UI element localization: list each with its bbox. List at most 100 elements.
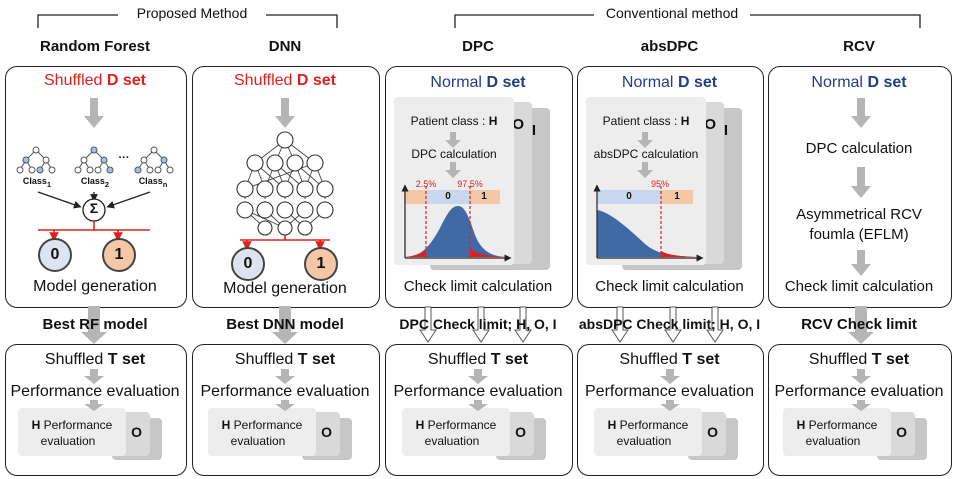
rf-class1-label: Class1 xyxy=(22,176,52,189)
rcv-dset-prefix: Normal xyxy=(811,74,868,91)
dpc-card-h-letter: H xyxy=(415,418,425,432)
absdpc-card-i-label: I xyxy=(723,122,728,139)
middle-dpc-check-limit: DPC Check limit; H, O, I xyxy=(399,316,557,332)
rf-card-h-letter: H xyxy=(31,418,41,432)
absdpc-tset-bold: T set xyxy=(682,351,720,368)
rcv-tset-prefix: Shuffled xyxy=(808,351,872,368)
rf-output-1: 1 xyxy=(102,238,136,272)
header-rcv: RCV xyxy=(843,38,875,55)
dpc-patient-class: Patient class : H xyxy=(394,114,514,128)
rf-class2-sub: 2 xyxy=(104,179,110,189)
flow-arrows-bottom xyxy=(84,369,871,411)
dnn-tset-label: Shuffled T set xyxy=(192,351,378,369)
absdpc-bottom-card-o-label: O xyxy=(707,424,718,440)
dnn-output-1: 1 xyxy=(304,247,338,281)
sigma-icon: Σ xyxy=(89,200,99,216)
rf-dset-label: Shuffled D set xyxy=(5,72,185,90)
absdpc-tset-prefix: Shuffled xyxy=(619,351,683,368)
absdpc-card-h-text: Performance xyxy=(619,418,689,432)
decision-trees xyxy=(16,146,174,174)
dpc-bin-0: 0 xyxy=(445,191,451,202)
rf-card-h-text: Performance xyxy=(43,418,113,432)
dpc-card-o-label: O xyxy=(512,116,524,133)
rf-class1-text: Class xyxy=(22,176,47,186)
rf-class1-sub: 1 xyxy=(46,179,52,189)
absdpc-patient-class: Patient class : H xyxy=(586,114,706,128)
dpc-tset-prefix: Shuffled xyxy=(427,351,491,368)
dnn-performance-evaluation: Performance evaluation xyxy=(200,383,370,400)
dpc-performance-evaluation: Performance evaluation xyxy=(393,383,563,400)
dpc-bin-1: 1 xyxy=(481,191,487,202)
dpc-dset-label: Normal D set xyxy=(385,74,571,92)
middle-best-rf-model: Best RF model xyxy=(42,316,148,333)
absdpc-check-limit-calculation: Check limit calculation xyxy=(595,278,744,295)
absdpc-tset-label: Shuffled T set xyxy=(577,351,762,369)
connector-arrows xyxy=(81,306,874,344)
header-dnn: DNN xyxy=(268,38,302,55)
dnn-card-h-text: Performance xyxy=(233,418,303,432)
rf-class2-label: Class2 xyxy=(80,176,110,189)
rf-model-generation: Model generation xyxy=(33,278,157,295)
dnn-model-generation: Model generation xyxy=(223,280,347,297)
dpc-card-i-label: I xyxy=(531,122,536,139)
dpc-patient-h: H xyxy=(488,114,498,128)
rf-classn-label: Classn xyxy=(138,176,168,189)
middle-absdpc-check-limit: absDPC Check limit; H, O, I xyxy=(578,316,761,332)
dpc-tset-label: Shuffled T set xyxy=(385,351,571,369)
dpc-card-h-line1: H Performance xyxy=(402,418,510,432)
neural-network-nodes xyxy=(236,131,334,236)
flow-arrows-top xyxy=(84,98,871,276)
absdpc-dset-label: Normal D set xyxy=(577,74,762,92)
middle-best-dnn-model: Best DNN model xyxy=(226,316,344,333)
rcv-card-h-text: Performance xyxy=(808,418,878,432)
dpc-distribution-plot xyxy=(401,184,512,262)
rf-card-h-line2: evaluation xyxy=(40,434,96,448)
rf-tset-prefix: Shuffled xyxy=(44,351,108,368)
rf-classn-sub: n xyxy=(162,179,168,189)
middle-rcv-check-limit: RCV Check limit xyxy=(801,316,917,333)
dnn-card-h-line2: evaluation xyxy=(230,434,286,448)
absdpc-distribution-plot xyxy=(593,184,704,262)
dpc-dset-prefix: Normal xyxy=(430,74,487,91)
dnn-tset-prefix: Shuffled xyxy=(234,351,298,368)
dnn-output-0: 0 xyxy=(231,247,265,281)
dpc-tset-bold: T set xyxy=(490,351,529,368)
dnn-bottom-card-o-label: O xyxy=(321,424,332,440)
rcv-tset-label: Shuffled T set xyxy=(768,351,950,369)
group-conventional-title: Conventional method xyxy=(605,5,739,21)
header-random-forest: Random Forest xyxy=(39,38,150,55)
absdpc-patient-prefix: Patient class : xyxy=(602,114,681,128)
rf-ellipsis: ··· xyxy=(118,152,130,164)
rf-tset-bold: T set xyxy=(107,351,146,368)
dpc-bottom-card-o-label: O xyxy=(515,424,526,440)
dnn-split-arrows xyxy=(240,235,330,251)
rf-classn-text: Class xyxy=(138,176,163,186)
absdpc-dset-bold: D set xyxy=(677,74,718,91)
rf-bottom-card-o-label: O xyxy=(131,424,142,440)
rcv-performance-evaluation: Performance evaluation xyxy=(774,383,944,400)
rcv-bottom-card-h xyxy=(783,408,891,456)
dpc-card-h-text: Performance xyxy=(427,418,497,432)
rf-output-0: 0 xyxy=(38,238,72,272)
rcv-asymmetrical-line2: foumla (EFLM) xyxy=(809,226,909,243)
header-absdpc: absDPC xyxy=(640,38,699,55)
rf-dset-bold: D set xyxy=(106,72,146,89)
rf-performance-evaluation: Performance evaluation xyxy=(10,383,180,400)
dpc-calculation: DPC calculation xyxy=(411,147,497,161)
rcv-dset-bold: D set xyxy=(867,74,907,91)
rcv-dpc-calculation: DPC calculation xyxy=(805,140,913,157)
absdpc-pct: 95% xyxy=(650,179,669,189)
absdpc-patient-h: H xyxy=(680,114,690,128)
dpc-patient-prefix: Patient class : xyxy=(410,114,489,128)
absdpc-performance-evaluation: Performance evaluation xyxy=(585,383,754,400)
rf-vote-arrows xyxy=(37,191,151,209)
rf-dset-prefix: Shuffled xyxy=(44,72,107,89)
rf-bottom-card-h xyxy=(18,408,126,456)
header-dpc: DPC xyxy=(462,38,494,55)
rf-tset-label: Shuffled T set xyxy=(5,351,185,369)
rf-split-arrows xyxy=(38,221,150,242)
dnn-card-h-line1: H Performance xyxy=(208,418,316,432)
absdpc-card-h-letter: H xyxy=(607,418,617,432)
dnn-tset-bold: T set xyxy=(297,351,336,368)
